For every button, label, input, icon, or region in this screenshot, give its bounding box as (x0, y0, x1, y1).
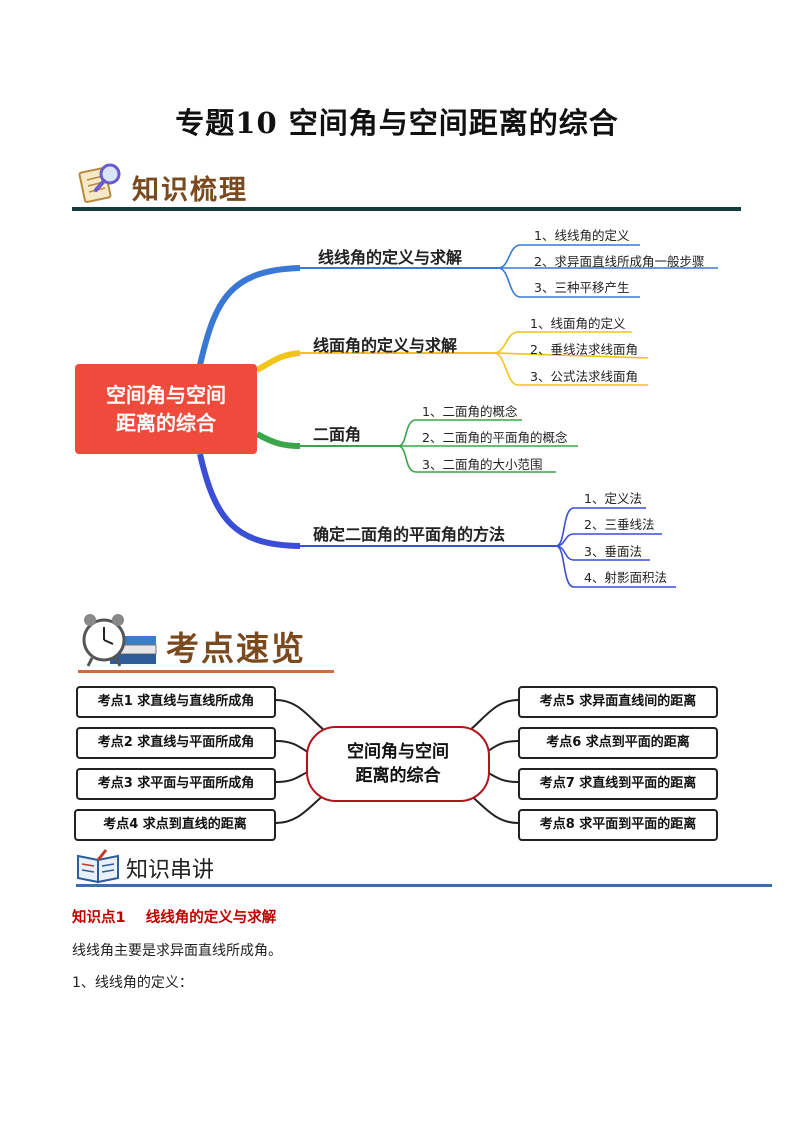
exam-points-center: 空间角与空间 距离的综合 (306, 726, 490, 802)
mindmap-root: 空间角与空间 距离的综合 (75, 364, 257, 454)
branch-line-line-angle: 线线角的定义与求解 (318, 248, 463, 267)
section-divider (76, 884, 772, 887)
page-title: 专题10 空间角与空间距离的综合 (175, 106, 619, 140)
exam-point-7: 考点7 求直线到平面的距离 (518, 768, 718, 800)
leaf-item: 2、求异面直线所成角一般步骤 (534, 254, 705, 269)
paragraph: 线线角主要是求异面直线所成角。 (72, 943, 282, 959)
leaf-item: 3、二面角的大小范围 (422, 457, 543, 472)
section-heading-exam-points: 考点速览 (166, 629, 306, 668)
alarm-clock-books-icon (78, 610, 158, 670)
leaf-item: 2、垂线法求线面角 (530, 342, 638, 357)
exam-center-line1: 空间角与空间 (347, 742, 449, 762)
leaf-item: 1、定义法 (584, 491, 642, 506)
section-divider (78, 670, 334, 673)
leaf-item: 2、三垂线法 (584, 517, 655, 532)
leaf-item: 1、二面角的概念 (422, 404, 518, 419)
magnifier-notebook-icon (78, 160, 126, 206)
branch-line-plane-angle: 线面角的定义与求解 (313, 336, 458, 355)
leaf-item: 3、公式法求线面角 (530, 369, 638, 384)
mindmap-root-line1: 空间角与空间 (106, 383, 226, 407)
mindmap-connectors (197, 244, 718, 588)
exam-point-4: 考点4 求点到直线的距离 (74, 809, 276, 841)
leaf-item: 1、线线角的定义 (534, 228, 630, 243)
exam-point-2: 考点2 求直线与平面所成角 (76, 727, 276, 759)
exam-point-8: 考点8 求平面到平面的距离 (518, 809, 718, 841)
section-heading-knowledge-talk: 知识串讲 (126, 858, 215, 883)
mindmap-root-line2: 距离的综合 (116, 411, 216, 435)
section-heading-knowledge: 知识梳理 (132, 175, 248, 206)
leaf-item: 2、二面角的平面角的概念 (422, 430, 568, 445)
exam-point-1: 考点1 求直线与直线所成角 (76, 686, 276, 718)
branch-dihedral-angle: 二面角 (313, 425, 362, 444)
leaf-item: 3、三种平移产生 (534, 280, 630, 295)
open-book-icon (76, 848, 120, 884)
knowledge-point-title: 知识点1 线线角的定义与求解 (72, 910, 277, 926)
exam-point-5: 考点5 求异面直线间的距离 (518, 686, 718, 718)
paragraph: 1、线线角的定义： (72, 975, 193, 991)
branch-dihedral-methods: 确定二面角的平面角的方法 (313, 525, 506, 544)
leaf-item: 4、射影面积法 (584, 570, 667, 585)
exam-point-3: 考点3 求平面与平面所成角 (76, 768, 276, 800)
exam-center-line2: 距离的综合 (355, 766, 441, 786)
section-divider (72, 207, 741, 211)
leaf-item: 1、线面角的定义 (530, 316, 626, 331)
leaf-item: 3、垂面法 (584, 544, 642, 559)
exam-point-6: 考点6 求点到平面的距离 (518, 727, 718, 759)
